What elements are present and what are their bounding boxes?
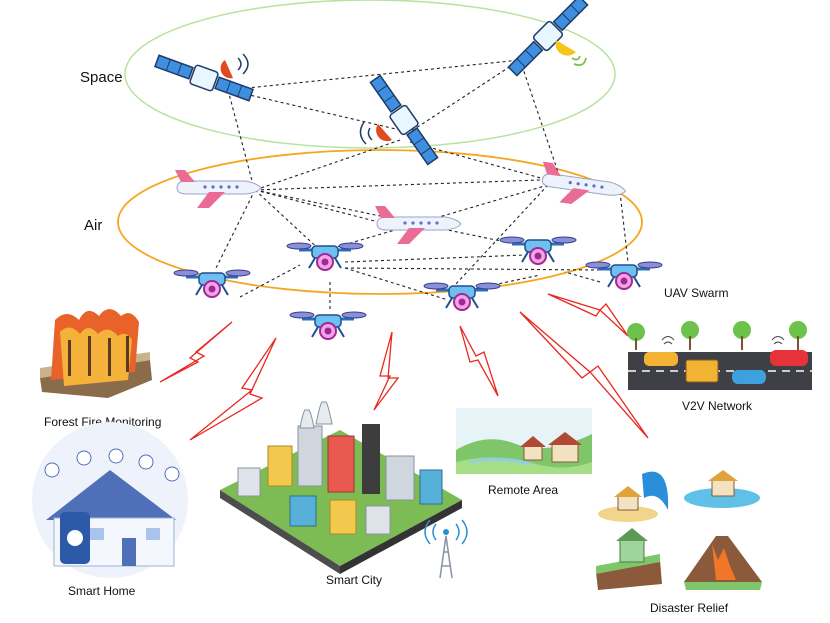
- smart-home-label: Smart Home: [68, 584, 136, 598]
- satellite-dish-right: [555, 40, 576, 56]
- uav-drone-6: [584, 260, 664, 291]
- aircraft-center: [374, 205, 462, 245]
- v2v-network-illustration: [627, 321, 812, 390]
- smart-city-label: Smart City: [326, 573, 382, 587]
- cell-tower-icon: [424, 519, 468, 579]
- satellite-dish-center: [376, 124, 392, 142]
- air-layer-ring: [117, 149, 643, 295]
- aircraft-right: [537, 161, 629, 212]
- disaster-relief-label: Disaster Relief: [650, 601, 729, 615]
- disaster-relief-illustration: [596, 470, 762, 590]
- remote-area-illustration: [456, 408, 592, 474]
- network-links: [214, 59, 629, 310]
- space-layer-label: Space: [80, 69, 123, 86]
- satellite-center: [366, 72, 442, 168]
- uav-swarm-label: UAV Swarm: [664, 286, 728, 300]
- space-layer-ring: [124, 0, 616, 149]
- aircraft-left: [174, 169, 262, 209]
- smart-city-illustration: [220, 401, 462, 574]
- smart-home-illustration: [32, 422, 188, 578]
- radio-links: [159, 293, 649, 441]
- uav-drone-5: [498, 235, 578, 266]
- remote-area-label: Remote Area: [488, 483, 558, 497]
- satellite-right: [504, 0, 592, 80]
- air-layer-label: Air: [84, 217, 102, 234]
- uav-drone-3: [288, 310, 368, 341]
- v2v-network-label: V2V Network: [682, 399, 753, 413]
- satellite-dish-left: [220, 60, 233, 79]
- forest-fire-illustration: [40, 309, 152, 398]
- uav-drone-4: [422, 281, 502, 312]
